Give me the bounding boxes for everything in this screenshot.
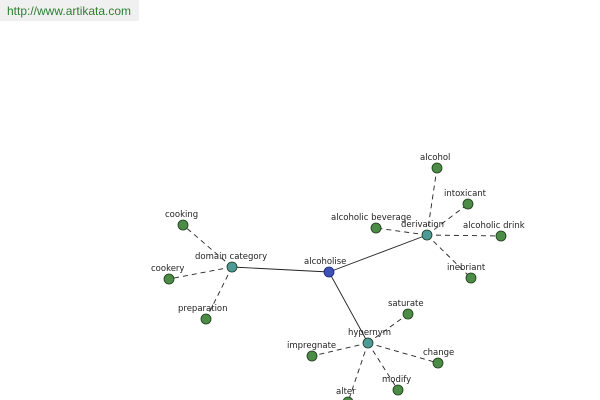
- label-domain-category: domain category: [195, 252, 267, 262]
- edge-derivation-alcohol: [426, 167, 438, 236]
- label-cooking: cooking: [165, 210, 198, 220]
- label-alcoholic-drink: alcoholic drink: [463, 221, 525, 231]
- node-alcohol[interactable]: [431, 162, 443, 174]
- node-alcoholic-drink[interactable]: [495, 230, 507, 242]
- label-cookery: cookery: [151, 264, 184, 274]
- node-change[interactable]: [432, 357, 444, 369]
- edge-alcoholise-hypernym: [328, 271, 369, 344]
- node-alter[interactable]: [342, 396, 354, 400]
- label-intoxicant: intoxicant: [444, 189, 487, 199]
- label-derivation: derivation: [401, 220, 444, 230]
- label-change: change: [423, 348, 454, 358]
- node-alcoholic-beverage[interactable]: [370, 222, 382, 234]
- label-alcohol: alcohol: [420, 153, 450, 163]
- edge-domain-category-cooking: [182, 224, 233, 268]
- label-hypernym: hypernym: [348, 328, 391, 338]
- edge-alcoholise-derivation: [328, 234, 428, 273]
- node-alcoholise[interactable]: [323, 266, 335, 278]
- node-cookery[interactable]: [163, 273, 175, 285]
- label-modify: modify: [382, 375, 411, 385]
- node-saturate[interactable]: [402, 308, 414, 320]
- source-link[interactable]: http://www.artikata.com: [7, 4, 132, 18]
- label-inebriant: inebriant: [447, 263, 486, 273]
- label-layer: alcoholise domain category derivation hyper…: [151, 153, 525, 397]
- node-layer: [163, 162, 507, 400]
- edge-alcoholise-domain-category: [231, 266, 330, 273]
- label-alcoholise: alcoholise: [304, 257, 346, 267]
- edge-hypernym-alter: [348, 342, 369, 400]
- label-preparation: preparation: [178, 304, 228, 314]
- node-preparation[interactable]: [200, 313, 212, 325]
- edge-derivation-alcoholic-drink: [426, 234, 502, 237]
- edge-hypernym-modify: [367, 342, 399, 391]
- node-inebriant[interactable]: [465, 272, 477, 284]
- node-hypernym[interactable]: [362, 337, 374, 349]
- edge-derivation-inebriant: [426, 234, 472, 279]
- edge-domain-category-cookery: [168, 266, 233, 280]
- node-intoxicant[interactable]: [462, 198, 474, 210]
- node-impregnate[interactable]: [306, 350, 318, 362]
- edge-layer: [168, 167, 502, 400]
- label-alcoholic-beverage: alcoholic beverage: [331, 213, 411, 223]
- edge-hypernym-change: [367, 342, 439, 364]
- edge-hypernym-impregnate: [311, 342, 369, 357]
- url-banner: http://www.artikata.com: [0, 0, 139, 21]
- node-domain-category[interactable]: [226, 261, 238, 273]
- label-alter: alter: [336, 387, 356, 397]
- node-modify[interactable]: [392, 384, 404, 396]
- label-saturate: saturate: [388, 299, 424, 309]
- edge-domain-category-preparation: [205, 266, 233, 320]
- node-derivation[interactable]: [421, 229, 433, 241]
- label-impregnate: impregnate: [287, 341, 336, 351]
- node-cooking[interactable]: [177, 219, 189, 231]
